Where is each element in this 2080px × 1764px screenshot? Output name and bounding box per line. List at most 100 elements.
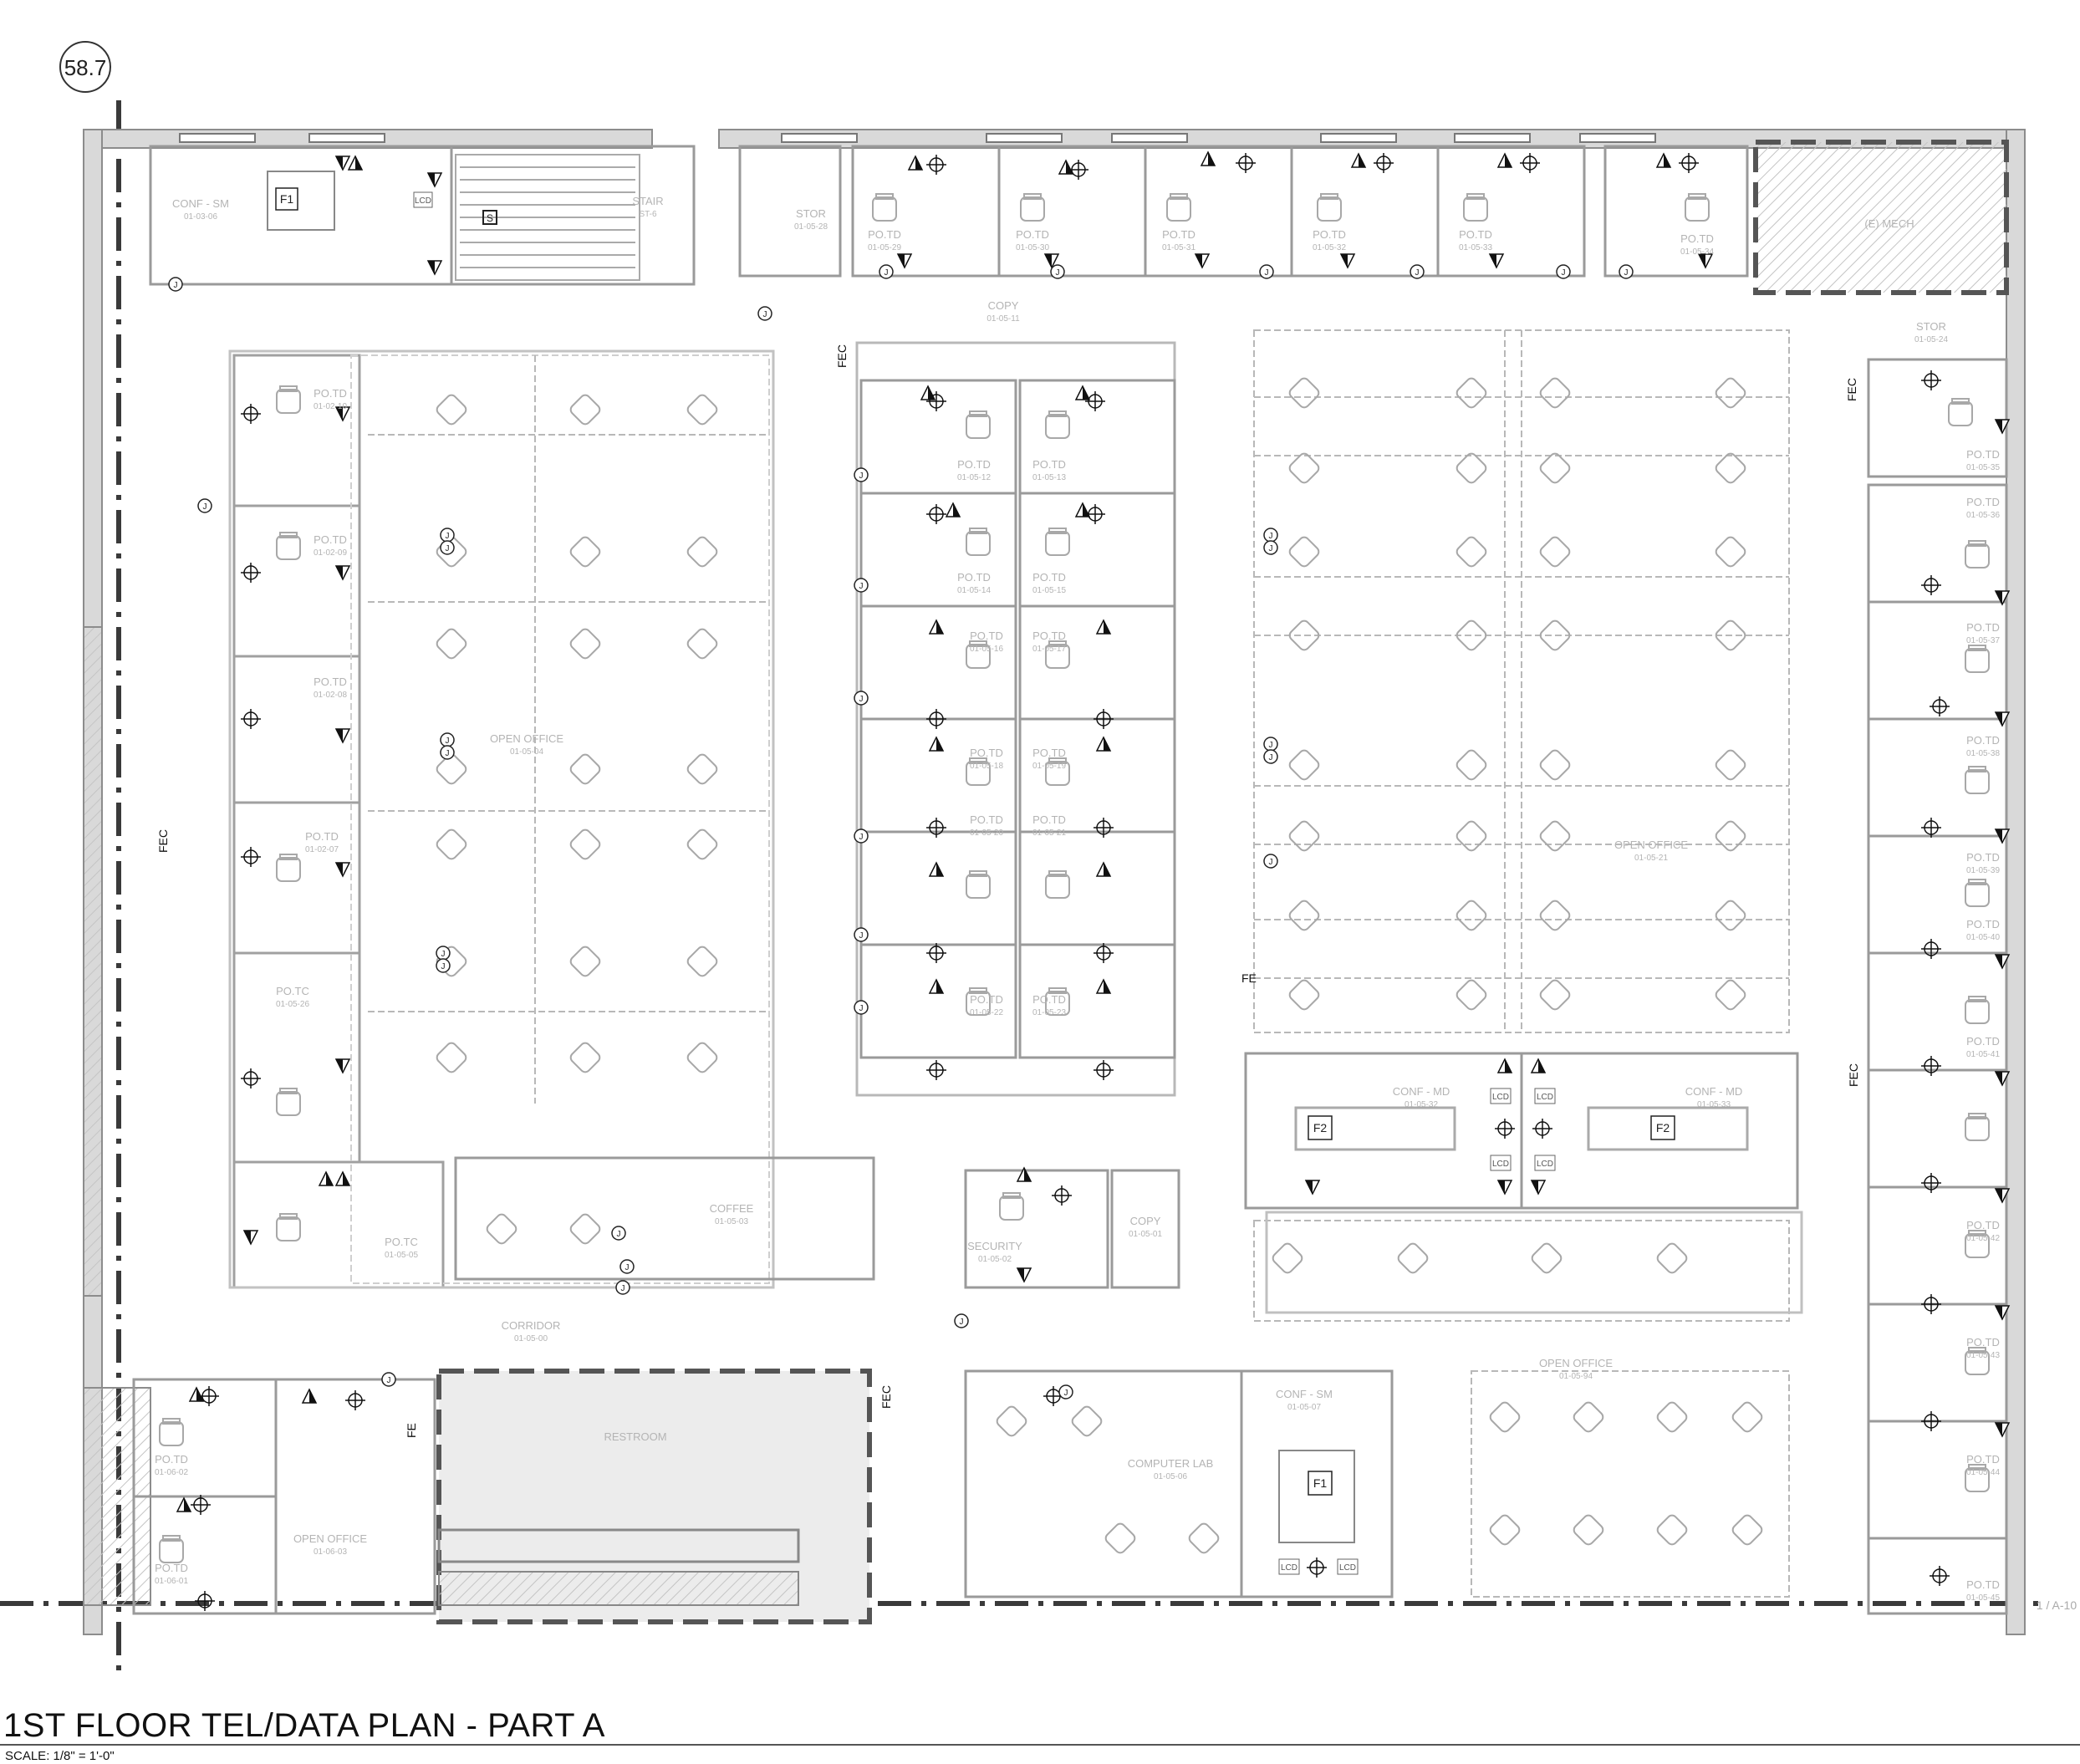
room-number-label: 01-05-36 — [1966, 511, 2000, 520]
room-name-label: PO.TD — [1016, 228, 1049, 241]
restroom — [436, 1369, 872, 1624]
f1-tag-north: F1 — [280, 192, 294, 206]
room-name-label: CONF - MD — [1685, 1085, 1743, 1098]
room-number-label: 01-05-35 — [1966, 463, 2000, 472]
room-name-label: RESTROOM — [604, 1430, 666, 1443]
room-name-label: PO.TD — [1459, 228, 1492, 241]
room-number-label: 01-05-13 — [1032, 473, 1066, 482]
room-number-label: 01-05-00 — [514, 1334, 548, 1343]
room-name-label: PO.TD — [1966, 1035, 2000, 1048]
room-number-label: 01-05-38 — [1966, 749, 2000, 758]
lcd-tag: LCD — [1537, 1160, 1553, 1169]
room-number-label: 01-05-19 — [1032, 762, 1066, 771]
windows — [179, 133, 1656, 143]
grid-bubble-label: 58.7 — [64, 55, 107, 80]
room-name-label: PO.TD — [155, 1562, 188, 1574]
room-number-label: 01-06-01 — [155, 1577, 188, 1586]
room-name-label: PO.TD — [1966, 1219, 2000, 1231]
room-number-label: 01-02-07 — [305, 845, 339, 854]
stair: S — [455, 154, 640, 281]
fire-extinguisher-labels: FEC FEC FEC FEC FEC FE FE — [156, 344, 1860, 1438]
room-name-label: PO.TD — [1032, 630, 1066, 642]
lcd-tag: LCD — [1492, 1160, 1509, 1169]
room-number-label: 01-05-31 — [1162, 243, 1195, 252]
f2-tag-west: F2 — [1313, 1121, 1328, 1134]
room-name-label: PO.TD — [1313, 228, 1346, 241]
f1-tag-south: F1 — [1313, 1476, 1328, 1490]
room-name-label: OPEN OFFICE — [1614, 839, 1688, 851]
room-name-label: PO.TD — [1966, 1336, 2000, 1348]
fec-label: FEC — [835, 344, 849, 368]
room-name-label: PO.TD — [1032, 458, 1066, 471]
grid-bubble: 58.7 — [59, 41, 111, 93]
room-number-label: 01-02-09 — [314, 548, 347, 558]
room-number-label: 01-02-10 — [314, 402, 347, 411]
room-name-label: COFFEE — [710, 1202, 754, 1215]
fe-label: FE — [1241, 971, 1257, 985]
room-name-label: PO.TD — [1966, 448, 2000, 461]
room-name-label: PO.TD — [1966, 496, 2000, 508]
room-name-label: PO.TD — [1966, 918, 2000, 930]
room-number-label: 01-06-02 — [155, 1468, 188, 1477]
fec-label: FEC — [156, 829, 170, 853]
lcd-tag: LCD — [1492, 1093, 1509, 1102]
room-number-label: 01-05-33 — [1697, 1100, 1731, 1109]
room-number-label: ST-6 — [639, 210, 657, 219]
room-number-label: 01-05-06 — [1154, 1472, 1187, 1481]
room-name-label: PO.TD — [1032, 747, 1066, 759]
room-name-label: PO.TD — [1966, 734, 2000, 747]
room-name-label: PO.TD — [1680, 232, 1714, 245]
room-number-label: 01-05-15 — [1032, 586, 1066, 595]
room-number-label: 01-05-05 — [385, 1251, 418, 1260]
conference-sm-table — [267, 171, 1355, 1543]
room-number-label: 01-05-20 — [970, 828, 1003, 838]
lcd-tag: LCD — [1281, 1563, 1297, 1573]
room-name-label: STAIR — [632, 195, 663, 207]
room-number-label: 01-05-44 — [1966, 1468, 2000, 1477]
room-name-label: PO.TD — [957, 571, 991, 584]
room-name-label: PO.TD — [1032, 993, 1066, 1006]
room-name-label: PO.TD — [155, 1453, 188, 1466]
room-number-label: 01-05-07 — [1287, 1403, 1321, 1412]
room-number-label: 01-05-17 — [1032, 645, 1066, 654]
sheet-title: 1ST FLOOR TEL/DATA PLAN - PART A — [3, 1707, 605, 1744]
room-number-label: 01-05-32 — [1405, 1100, 1438, 1109]
fec-label: FEC — [879, 1385, 893, 1409]
room-name-label: PO.TD — [1032, 813, 1066, 826]
room-name-label: PO.TD — [314, 533, 347, 546]
room-number-label: 01-05-12 — [957, 473, 991, 482]
bottom-left-offices — [132, 1378, 436, 1615]
room-name-label: PO.TD — [1162, 228, 1195, 241]
room-number-label: 01-05-40 — [1966, 933, 2000, 942]
room-name-label: PO.TD — [305, 830, 339, 843]
mech-room — [1753, 140, 2009, 295]
room-number-label: 01-05-37 — [1966, 636, 2000, 645]
room-number-label: 01-05-04 — [510, 747, 543, 757]
lcd-tag: LCD — [1339, 1563, 1356, 1573]
room-name-label: COPY — [1130, 1215, 1161, 1227]
room-number-label: 01-05-42 — [1966, 1234, 2000, 1243]
center-offices — [855, 341, 1176, 1097]
bottom-center-rooms — [454, 1156, 1803, 1598]
room-name-label: PO.TD — [868, 228, 901, 241]
office-furniture — [159, 193, 1990, 1563]
room-name-label: PO.TD — [1966, 1578, 2000, 1591]
room-number-label: 01-05-94 — [1559, 1372, 1593, 1381]
equipment-tags: F1 F2 F2 F1 LCD LCD LCD LCD LCD LCD LCD — [275, 187, 1675, 1575]
room-name-label: SECURITY — [967, 1240, 1022, 1252]
room-number-label: 01-05-34 — [1680, 247, 1714, 257]
right-offices — [1867, 358, 2008, 1615]
lcd-tag: LCD — [415, 196, 431, 206]
room-name-label: PO.TC — [276, 985, 309, 997]
room-number-label: 01-03-06 — [184, 212, 217, 222]
room-name-label: PO.TD — [970, 813, 1003, 826]
room-number-label: 01-05-28 — [794, 222, 828, 232]
stair-symbol: S — [487, 212, 493, 224]
room-number-label: 01-02-08 — [314, 691, 347, 700]
room-name-label: PO.TC — [385, 1236, 418, 1248]
room-name-label: PO.TD — [314, 387, 347, 400]
room-name-label: PO.TD — [314, 676, 347, 688]
room-number-label: 01-05-11 — [986, 314, 1020, 324]
room-name-label: STOR — [1916, 320, 1946, 333]
room-name-label: OPEN OFFICE — [1539, 1357, 1613, 1369]
